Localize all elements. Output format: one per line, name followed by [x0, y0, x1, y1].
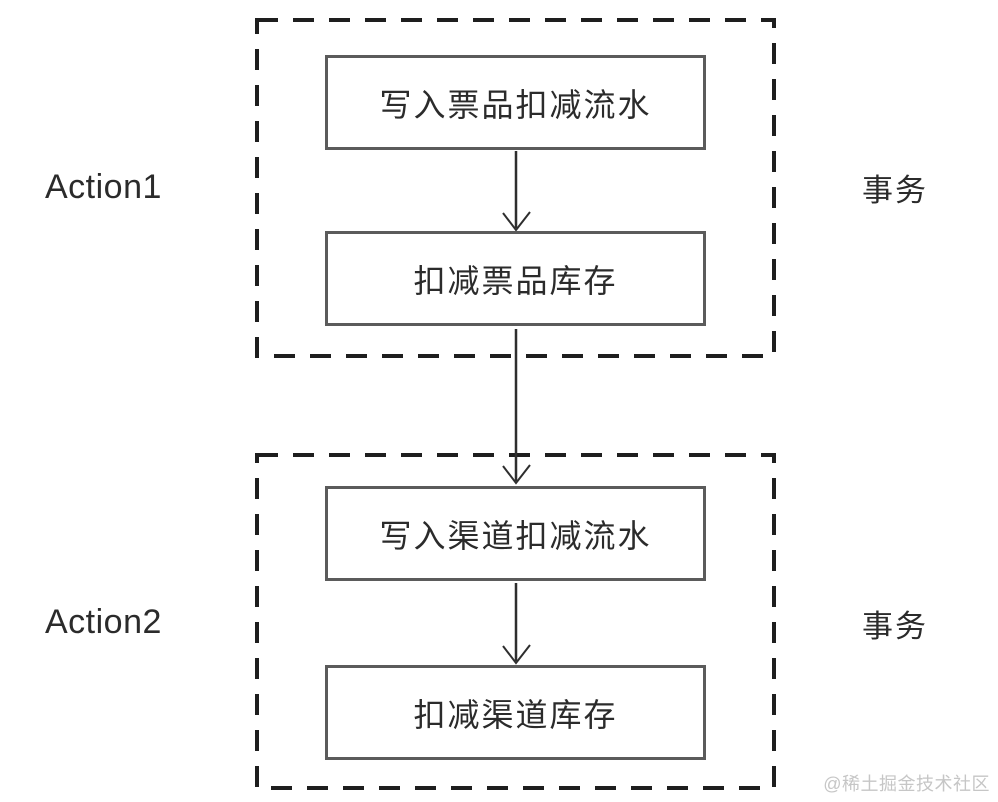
arrow-ticket-flow-to-inventory	[502, 151, 531, 232]
node-label: 写入票品扣减流水	[379, 86, 652, 123]
watermark: @稀土掘金技术社区	[823, 774, 990, 794]
arrow-channel-flow-to-inventory	[502, 583, 531, 665]
action1-label: Action1	[45, 168, 162, 206]
action1-transaction-boundary	[255, 18, 776, 358]
flow-node-deduct-channel-inventory: 扣减渠道库存	[325, 665, 706, 760]
transaction-label-action2: 事务	[862, 609, 928, 644]
flow-node-write-channel-deduction-record: 写入渠道扣减流水	[325, 486, 706, 581]
arrow-action1-to-action2	[502, 329, 531, 485]
action2-label: Action2	[45, 603, 162, 641]
node-label: 写入渠道扣减流水	[379, 517, 652, 554]
node-label: 扣减票品库存	[413, 262, 618, 299]
node-label: 扣减渠道库存	[413, 696, 618, 733]
flow-node-deduct-ticket-inventory: 扣减票品库存	[325, 231, 706, 326]
transaction-label-action1: 事务	[862, 173, 928, 208]
flow-node-write-ticket-deduction-record: 写入票品扣减流水	[325, 55, 706, 150]
